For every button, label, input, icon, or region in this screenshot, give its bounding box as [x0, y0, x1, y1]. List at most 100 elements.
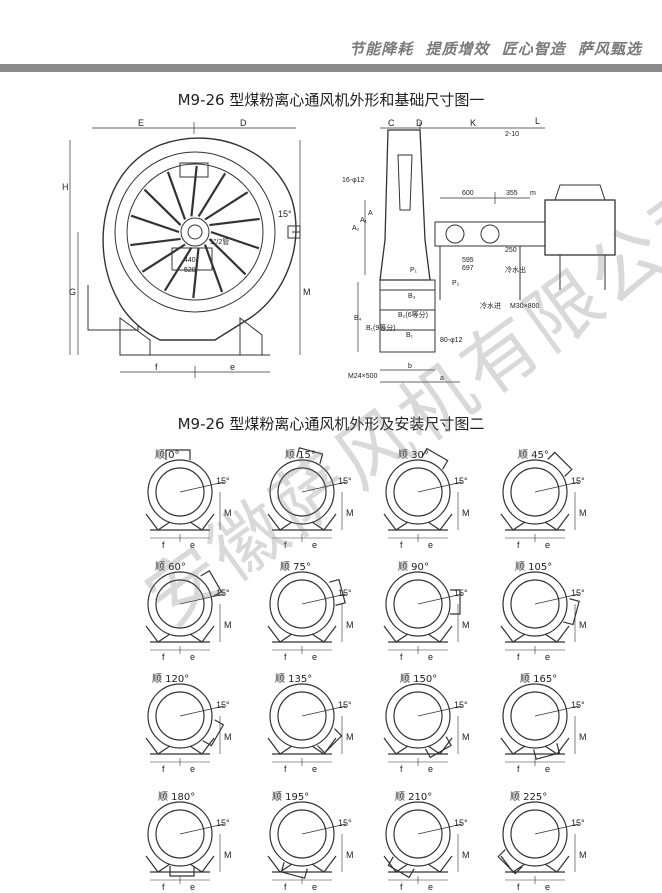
variant-angle-15: 15°	[216, 700, 230, 710]
variant-dim-e: e	[312, 882, 317, 892]
variant-dim-M: M	[224, 620, 232, 630]
variant-dim-e: e	[428, 764, 433, 774]
variant-dim-f: f	[284, 540, 287, 550]
variant-angle-15: 15°	[571, 818, 585, 828]
variant-caption-7: 顺 105°	[515, 562, 553, 573]
fan-front-view	[87, 137, 301, 356]
variant-angle-15: 15°	[454, 700, 468, 710]
dim-m: m	[530, 190, 536, 197]
variant-angle-15: 15°	[571, 588, 585, 598]
variant-diagram	[267, 801, 347, 884]
variant-diagram	[500, 451, 580, 542]
slogan-3: 匠心智造	[501, 40, 566, 58]
header-band	[0, 64, 662, 72]
variant-caption-1: 顺 15°	[285, 450, 316, 461]
slogan-group: 节能降耗 提质增效 匠心智造 萨风甄选	[343, 38, 642, 59]
variant-angle-15: 15°	[338, 700, 352, 710]
dim-600: 600	[462, 190, 474, 197]
dim-B3: B₃	[408, 293, 416, 300]
variant-angle-15: 15°	[571, 476, 585, 486]
dim-697: 697	[462, 265, 474, 272]
variant-angle-15: 15°	[338, 588, 352, 598]
dim-B2: B₂(6等分)	[398, 310, 428, 319]
dim-520: 520	[184, 267, 196, 274]
variant-angle-15: 15°	[216, 476, 230, 486]
variant-dim-M: M	[224, 508, 232, 518]
dim-B1-eq: B₁(9等分)	[366, 323, 396, 332]
dim-440: 440	[184, 257, 196, 264]
dim-L: L	[535, 116, 540, 126]
variant-angle-15: 15°	[571, 700, 585, 710]
variant-dim-f: f	[162, 764, 165, 774]
variant-diagram	[383, 571, 463, 654]
pipe-label: 1"/2管	[210, 237, 229, 246]
variant-angle-15: 15°	[338, 818, 352, 828]
dim-P2: P₂	[452, 280, 460, 287]
variant-dim-e: e	[428, 882, 433, 892]
variant-caption-0: 顺 0°	[155, 450, 180, 461]
dim-H: H	[62, 182, 69, 192]
slogan-1: 节能降耗	[349, 40, 414, 58]
variant-dim-f: f	[284, 764, 287, 774]
variant-caption-2: 顺 30°	[398, 450, 429, 461]
variant-dim-e: e	[190, 652, 195, 662]
variant-diagram	[500, 683, 580, 766]
variant-caption-14: 顺 210°	[395, 792, 433, 803]
bolt-80: 80-φ12	[440, 337, 463, 344]
variant-diagram	[267, 447, 347, 542]
dim-D-side: D	[416, 118, 423, 128]
variant-angle-15: 15°	[338, 476, 352, 486]
variant-diagram	[383, 447, 463, 542]
variant-dim-f: f	[400, 882, 403, 892]
figure2-title: M9-26 型煤粉离心通风机外形及安装尺寸图二	[177, 415, 485, 433]
variant-dim-M: M	[346, 732, 354, 742]
variant-dim-e: e	[312, 652, 317, 662]
dim-A2: A₂	[352, 225, 360, 232]
variant-angle-15: 15°	[454, 588, 468, 598]
variant-dim-M: M	[462, 850, 470, 860]
bolt-m30: M30×800	[510, 303, 539, 310]
dim-250: 250	[505, 247, 517, 254]
variant-dim-f: f	[400, 540, 403, 550]
dim-2-10: 2-10	[505, 131, 519, 138]
variant-caption-6: 顺 90°	[398, 562, 429, 573]
dim-A: A	[368, 210, 373, 217]
variant-caption-8: 顺 120°	[152, 674, 190, 685]
dim-P1: P₁	[410, 267, 418, 274]
variant-diagram	[145, 801, 225, 884]
variant-dim-f: f	[162, 652, 165, 662]
variant-dim-f: f	[517, 652, 520, 662]
figure1-drawing: E D H G M f e 15° 1"/2管 440 520 C D K L …	[62, 116, 616, 383]
water-inlet: 冷水进	[480, 301, 501, 310]
dim-K: K	[470, 118, 476, 128]
dim-B1: B₁	[406, 332, 414, 339]
variant-dim-e: e	[545, 764, 550, 774]
variant-angle-15: 15°	[216, 588, 230, 598]
variant-dim-M: M	[224, 732, 232, 742]
variant-angle-15: 15°	[454, 476, 468, 486]
variant-diagram	[383, 683, 463, 766]
variant-diagram	[145, 570, 225, 654]
slogan-4: 萨风甄选	[577, 40, 642, 58]
variant-dim-f: f	[284, 882, 287, 892]
variant-caption-13: 顺 195°	[272, 792, 310, 803]
variant-dim-M: M	[224, 850, 232, 860]
variant-dim-M: M	[346, 508, 354, 518]
variant-dim-e: e	[428, 652, 433, 662]
variant-caption-5: 顺 75°	[280, 562, 311, 573]
variant-dim-e: e	[312, 764, 317, 774]
variant-dim-M: M	[579, 620, 587, 630]
variant-dim-M: M	[462, 620, 470, 630]
variant-dim-f: f	[400, 764, 403, 774]
variant-diagram	[267, 571, 347, 654]
variant-angle-15: 15°	[216, 818, 230, 828]
slogan-2: 提质增效	[425, 40, 490, 58]
bolt-16: 16-φ12	[342, 177, 365, 184]
variant-dim-f: f	[400, 652, 403, 662]
dim-A1: A₁	[360, 217, 368, 224]
dim-M: M	[303, 287, 311, 297]
variant-angle-15: 15°	[454, 818, 468, 828]
dim-355: 355	[506, 190, 518, 197]
variant-diagram	[497, 801, 580, 884]
